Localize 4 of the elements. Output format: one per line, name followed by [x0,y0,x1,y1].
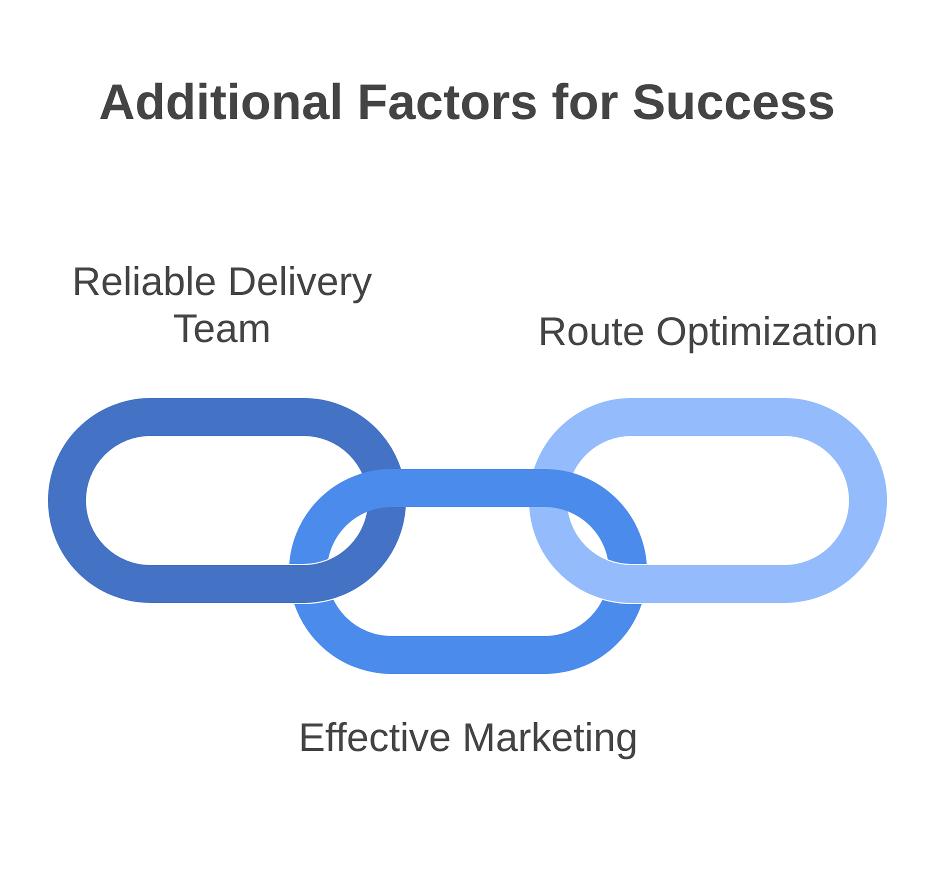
factor-label: Effective Marketing [298,715,638,762]
diagram-title: Additional Factors for Success [98,73,836,132]
factor-label: Route Optimization [538,309,878,356]
factor-label: Reliable Delivery Team [70,259,374,353]
